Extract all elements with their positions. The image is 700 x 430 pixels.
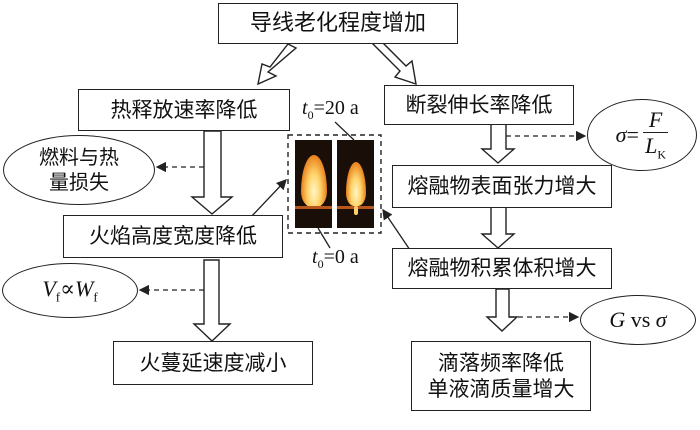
hollow-arrow-right-3	[485, 288, 519, 332]
vf-proportional-wf: Vf∝Wf	[42, 275, 98, 305]
flame-photo-aged	[295, 140, 332, 228]
ellipse-fuel-heat-loss: 燃料与热 量损失	[3, 135, 155, 205]
label-t0-20a: t0=20 a	[302, 97, 359, 122]
photo-frame	[287, 134, 382, 234]
pointer-flame-box	[249, 179, 287, 219]
g-vs-sigma: G vs σ	[609, 307, 667, 332]
sigma-formula: σ= F LK	[616, 107, 669, 162]
hollow-arrow-left	[257, 43, 298, 86]
ellipse-vf-wf: Vf∝Wf	[2, 263, 138, 318]
label-t0-0a: t0=0 a	[312, 246, 359, 271]
hollow-arrow-right-1	[480, 122, 516, 164]
node-wire-aging: 导线老化程度增加	[218, 3, 458, 44]
flame-photo-new	[337, 140, 374, 228]
node-elongation-decrease: 断裂伸长率降低	[384, 85, 574, 125]
hollow-arrow-right	[371, 40, 417, 86]
node-melt-volume-increase: 熔融物积累体积增大	[392, 248, 612, 289]
hollow-arrow-right-2	[480, 206, 516, 249]
node-heat-release-decrease: 热释放速率降低	[78, 89, 290, 131]
fuel-loss-line2: 量损失	[49, 170, 109, 194]
drip-line1: 滴落频率降低	[438, 350, 564, 375]
pointer-t20	[334, 121, 355, 141]
hollow-arrow-left-1	[190, 130, 234, 215]
ellipse-g-vs-sigma: G vs σ	[580, 295, 696, 345]
drip-line2: 单液滴质量增大	[427, 377, 575, 401]
node-surface-tension-increase: 熔融物表面张力增大	[392, 165, 612, 208]
fuel-loss-line1: 燃料与热	[39, 145, 119, 169]
pointer-melt	[382, 208, 411, 251]
pointer-t0	[317, 227, 331, 249]
node-flame-size-decrease: 火焰高度宽度降低	[63, 215, 283, 258]
ellipse-sigma-formula: σ= F LK	[587, 99, 697, 171]
hollow-arrow-left-2	[192, 259, 232, 342]
node-drip-frequency: 滴落频率降低 单液滴质量增大	[411, 341, 591, 411]
node-spread-speed-decrease: 火蔓延速度减小	[113, 341, 313, 385]
